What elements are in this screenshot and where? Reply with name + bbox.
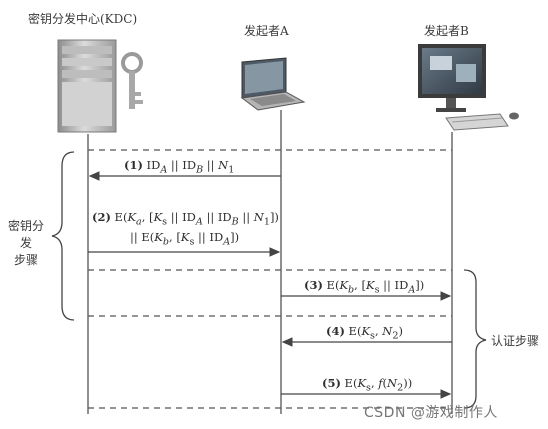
csdn-watermark: CSDN @游戏制作人 (364, 405, 498, 421)
key-icon (121, 52, 143, 109)
desktop-computer-icon (418, 44, 519, 131)
distribution-brace (51, 151, 75, 321)
message-2-line-2: || E(Kb, [Ks || IDA]) (130, 230, 240, 248)
message-4: (4) E(Ks, N2) (326, 324, 403, 342)
authentication-phase-label: 认证步骤 (491, 334, 540, 348)
distribution-phase-label: 密钥分发 步骤 (7, 219, 44, 267)
kdc-server-icon (57, 39, 117, 133)
message-3: (3) E(Kb, [Ks || IDA]) (304, 278, 425, 296)
message-1: (1) IDA || IDB || N1 (124, 158, 235, 176)
initiator-b-label: 发起者B (424, 24, 469, 38)
laptop-icon (240, 57, 306, 111)
authentication-brace (463, 269, 487, 409)
initiator-a-label: 发起者A (244, 24, 289, 38)
message-5: (5) E(Ks, f(N2)) (322, 376, 413, 394)
kdc-label: 密钥分发中心(KDC) (28, 12, 138, 26)
message-2-line-1: (2) E(Ka, [Ks || IDA || IDB || N1]) (92, 210, 279, 228)
